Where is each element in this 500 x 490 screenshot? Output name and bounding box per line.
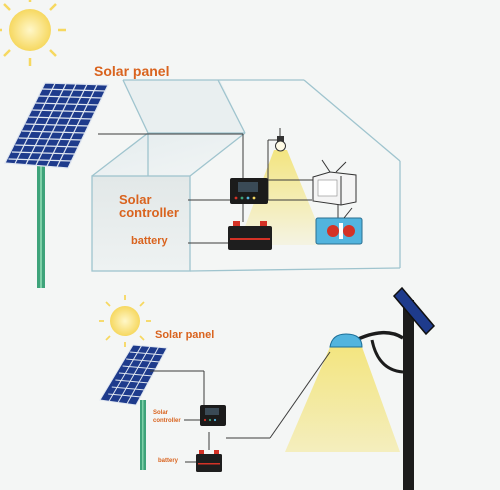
bottom-battery-label: battery — [158, 458, 179, 464]
sun-icon — [99, 295, 151, 347]
television-icon — [312, 159, 357, 206]
solar-panel-icon — [4, 82, 109, 288]
top-solar-controller-label-line2: controller — [119, 205, 179, 220]
light-beam — [285, 347, 400, 452]
charge-controller-icon — [200, 405, 226, 426]
sun-icon — [0, 0, 66, 66]
radio-icon — [315, 207, 363, 245]
solar-panel-icon — [99, 344, 168, 470]
bottom-solar-panel-label: Solar panel — [155, 329, 215, 341]
top-solar-panel-label: Solar panel — [94, 63, 170, 79]
battery-icon — [228, 221, 272, 250]
bottom-solar-controller-label-line1: Solar — [153, 410, 169, 416]
charge-controller-icon — [230, 178, 268, 204]
bottom-solar-controller-label-line2: controller — [153, 418, 181, 424]
house-outline — [91, 79, 401, 272]
bottom-wiring — [150, 351, 331, 463]
light-bulb-icon — [275, 136, 286, 152]
top-battery-label: battery — [131, 235, 168, 247]
top-solar-controller-label-line1: Solar — [119, 192, 152, 207]
street-lamp-icon — [329, 286, 436, 490]
battery-icon — [196, 450, 222, 472]
